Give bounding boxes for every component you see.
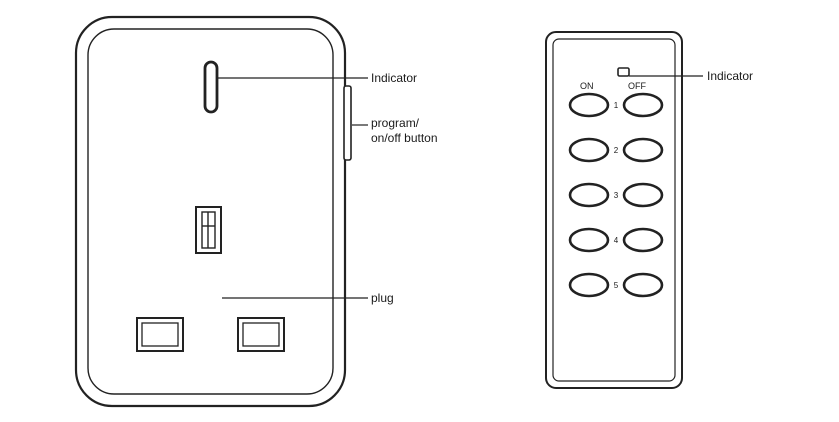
remote-button-row: 3: [568, 182, 664, 208]
remote-button-row: 2: [568, 137, 664, 163]
channel-number: 2: [614, 146, 619, 155]
off-button-3[interactable]: [622, 182, 664, 208]
plug-body-outer: [74, 15, 347, 408]
plug-indicator-label: Indicator: [371, 71, 417, 85]
off-button-5[interactable]: [622, 272, 664, 298]
channel-number: 5: [614, 281, 619, 290]
remote-button-grid: 1 2 3 4 5: [568, 92, 664, 298]
remote-button-row: 1: [568, 92, 664, 118]
on-button-2[interactable]: [568, 137, 610, 163]
plug-unit: [74, 15, 352, 408]
off-button-2[interactable]: [622, 137, 664, 163]
neutral-socket-inner: [242, 322, 280, 347]
off-button-4[interactable]: [622, 227, 664, 253]
off-button-1[interactable]: [622, 92, 664, 118]
channel-number: 3: [614, 191, 619, 200]
program-button-label-line2: on/off button: [371, 131, 438, 145]
remote-button-row: 4: [568, 227, 664, 253]
program-side-button[interactable]: [343, 85, 352, 161]
plug-indicator-light: [203, 60, 219, 114]
remote-body-outer: [545, 31, 683, 389]
remote-indicator-light: [617, 67, 630, 77]
live-socket-inner: [141, 322, 179, 347]
remote-button-row: 5: [568, 272, 664, 298]
remote-body-inner: [552, 38, 676, 382]
program-button-label-line1: program/: [371, 116, 420, 130]
off-column-label: OFF: [628, 81, 646, 91]
on-button-3[interactable]: [568, 182, 610, 208]
neutral-socket-outer: [237, 317, 285, 352]
channel-number: 4: [614, 236, 619, 245]
plug-label: plug: [371, 291, 394, 305]
channel-number: 1: [614, 101, 619, 110]
live-socket-outer: [136, 317, 184, 352]
on-button-1[interactable]: [568, 92, 610, 118]
plug-body-inner: [87, 28, 334, 395]
on-button-4[interactable]: [568, 227, 610, 253]
on-column-label: ON: [580, 81, 594, 91]
remote-indicator-label: Indicator: [707, 69, 753, 83]
remote-control: [545, 31, 683, 389]
plug-leader-lines: [217, 77, 368, 299]
earth-pin-socket: [195, 206, 222, 254]
on-button-5[interactable]: [568, 272, 610, 298]
